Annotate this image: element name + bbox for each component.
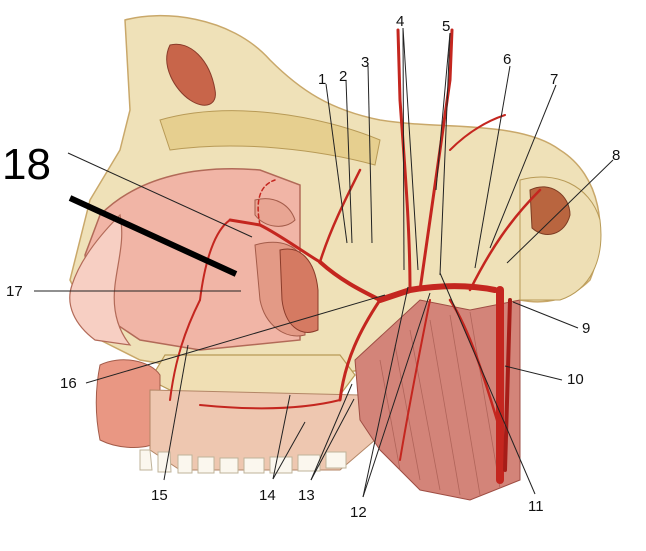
label-16: 16 xyxy=(60,375,77,392)
leader-lines xyxy=(34,27,614,498)
label-8: 8 xyxy=(612,147,621,164)
label-9: 9 xyxy=(582,320,591,337)
label-7: 7 xyxy=(550,71,559,88)
lip xyxy=(95,359,161,448)
label-15: 15 xyxy=(151,487,168,504)
label-17: 17 xyxy=(6,283,23,300)
concha-upper xyxy=(254,198,296,227)
label-10: 10 xyxy=(567,371,584,388)
label-2: 2 xyxy=(339,68,348,85)
label-3: 3 xyxy=(361,54,370,71)
label-4: 4 xyxy=(396,13,405,30)
label-6: 6 xyxy=(503,51,512,68)
label-18: 18 xyxy=(2,140,51,189)
orbit-cavity xyxy=(529,186,571,235)
label-12: 12 xyxy=(350,504,367,521)
label-11: 11 xyxy=(528,498,544,515)
hard-palate xyxy=(149,354,356,396)
pointer-18 xyxy=(68,195,238,277)
label-14: 14 xyxy=(259,487,276,504)
label-5: 5 xyxy=(442,18,451,35)
nose-outline xyxy=(69,213,132,346)
nasal-cavity xyxy=(84,168,301,351)
sinus-opening xyxy=(279,248,319,333)
muscle-striations xyxy=(379,311,501,496)
arteries xyxy=(169,28,542,484)
orbital-band xyxy=(159,110,381,166)
frontal-sinus xyxy=(166,43,216,106)
label-1: 1 xyxy=(318,71,327,88)
label-13: 13 xyxy=(298,487,315,504)
